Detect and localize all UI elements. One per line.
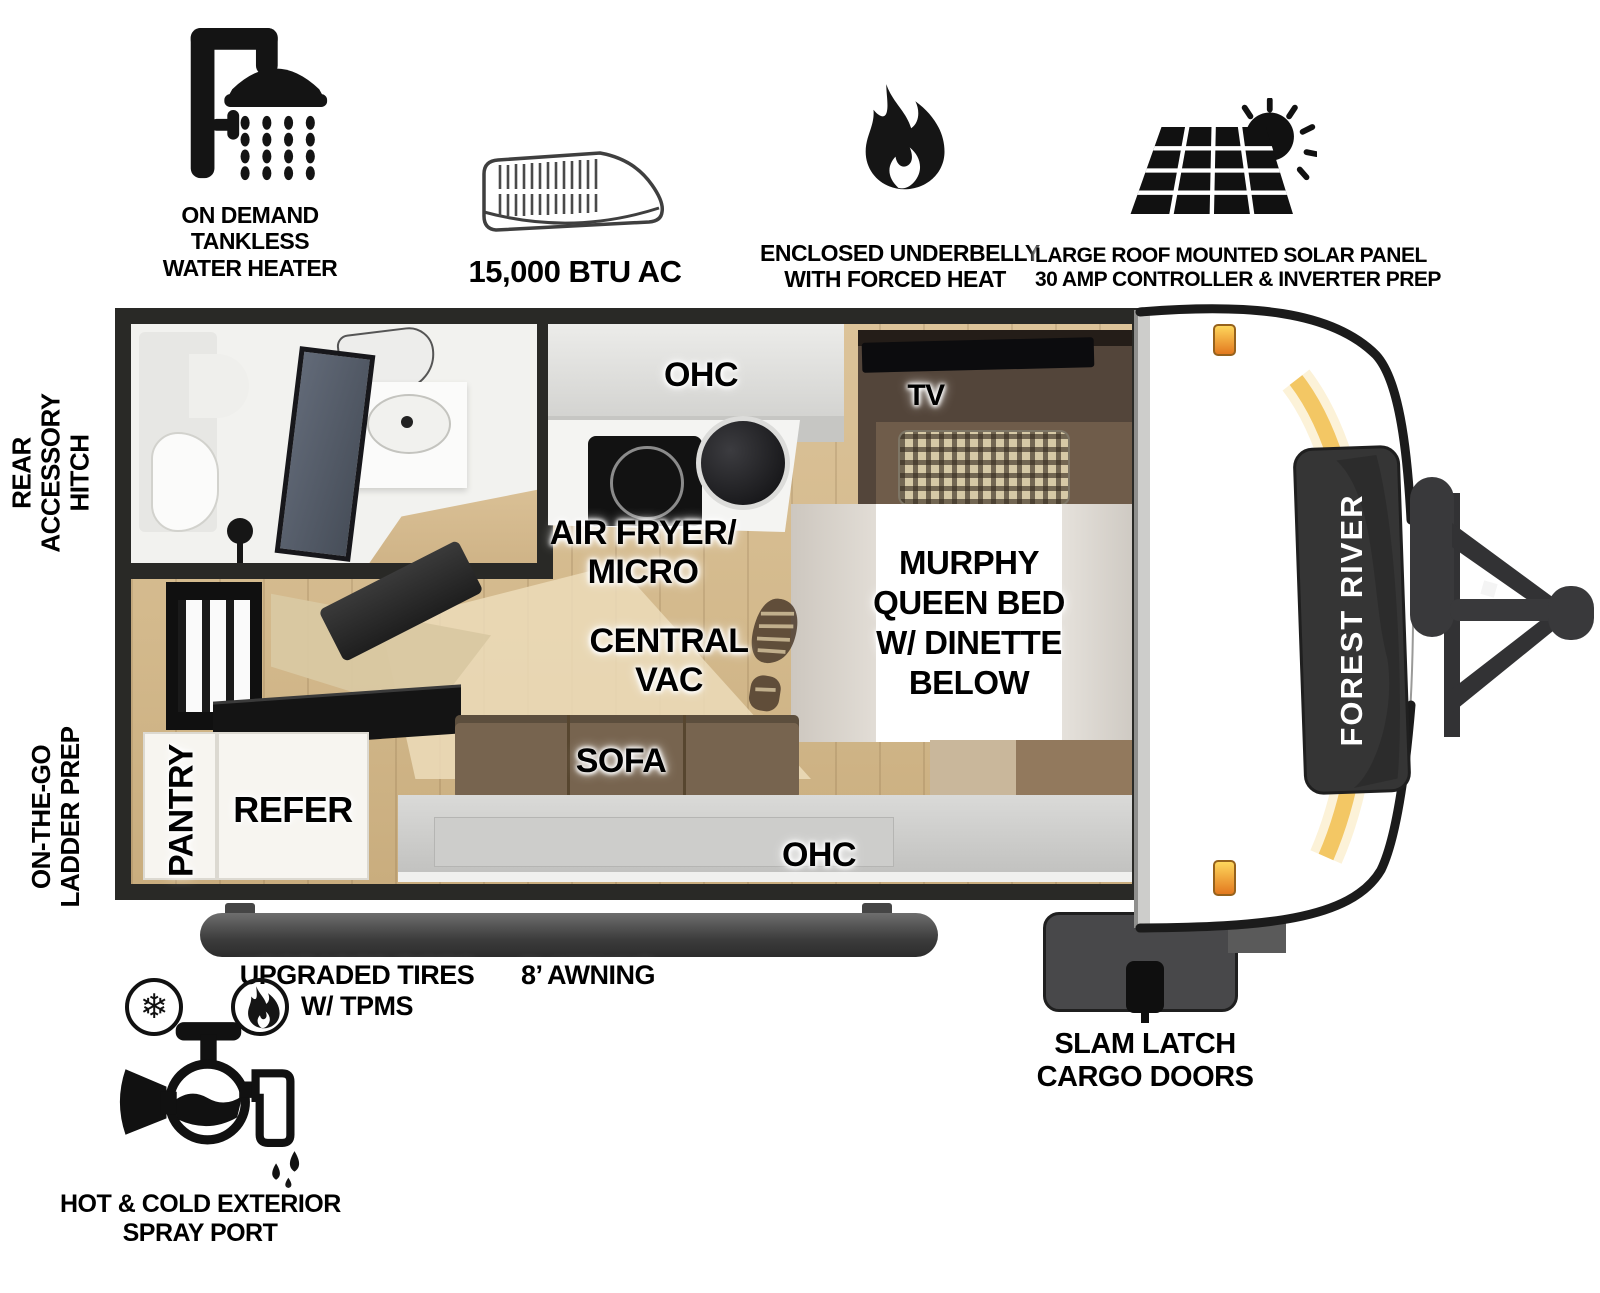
cooktop (588, 436, 702, 526)
pantry-box: PANTRY (143, 732, 217, 880)
kitchen-ohc (548, 324, 844, 422)
hot-flame-icon (248, 986, 280, 1029)
shower-head (227, 518, 253, 544)
bed-platform-left (791, 504, 877, 742)
sofa-label: SOFA (575, 742, 667, 780)
bed-base-cabinet-dark (1016, 740, 1132, 802)
flame-icon (865, 84, 945, 190)
ladder-prep-label: ON-THE-GO LADDER PREP (26, 726, 86, 908)
bottom-ohc-panel (434, 817, 894, 867)
ac-label: 15,000 BTU AC (468, 254, 682, 289)
spray-port-label: HOT & COLD EXTERIOR SPRAY PORT (60, 1190, 341, 1247)
awning-tube (200, 913, 938, 957)
front-cap (1134, 304, 1594, 953)
bathroom-room (131, 324, 553, 579)
cargo-label: SLAM LATCH CARGO DOORS (1036, 1028, 1254, 1094)
tv-label: TV (907, 379, 945, 412)
bootprint-icon (748, 598, 798, 712)
murphy-label: MURPHY QUEEN BED W/ DINETTE BELOW (873, 543, 1065, 702)
spray-port-icon (119, 1022, 300, 1188)
kitchen-sink (696, 416, 790, 510)
snowflake-icon: ❄ (139, 987, 169, 1027)
murphy-label-box: MURPHY QUEEN BED W/ DINETTE BELOW (873, 504, 1065, 742)
sink-oval (367, 394, 451, 454)
solar-label: LARGE ROOF MOUNTED SOLAR PANEL 30 AMP CO… (1035, 244, 1441, 292)
bed-base-cabinet (930, 740, 1132, 802)
shower-icon (190, 27, 328, 181)
floorplan-frame: PANTRY REFER OHC TV MURPHY QUEEN BED W/ … (115, 308, 1148, 900)
bed-platform-right (1060, 504, 1132, 742)
sofa-seam-2 (683, 715, 686, 799)
air-fryer-label: AIR FRYER/ MICRO (549, 514, 737, 592)
cargo-latch-stem (1141, 1011, 1149, 1023)
toilet (151, 432, 219, 532)
bottom-ohc-band (398, 795, 1132, 882)
sofa-seam-1 (567, 715, 570, 799)
tv-strip (861, 337, 1095, 373)
refer-label: REFER (233, 789, 353, 830)
shower-door (274, 346, 376, 562)
refer-box: REFER (217, 732, 369, 880)
hot-badge (231, 978, 289, 1036)
awning-label: 8’ AWNING (520, 960, 656, 990)
shower-stem (237, 542, 243, 572)
furnace-label: ENCLOSED UNDERBELLY WITH FORCED HEAT (760, 240, 1040, 293)
cold-badge: ❄ (125, 978, 183, 1036)
water-heater-label: ON DEMAND TANKLESS WATER HEATER (162, 202, 338, 281)
rooftop-ac-icon (482, 151, 665, 232)
rear-accessory-hitch-label: REAR ACCESSORY HITCH (6, 393, 95, 553)
ohc-bottom-label: OHC (781, 836, 857, 874)
central-vac-label: CENTRAL VAC (589, 622, 749, 700)
pantry-label: PANTRY (162, 744, 201, 878)
bath-shelf (189, 354, 249, 418)
sink-drain (401, 416, 413, 428)
ohc-top-label: OHC (663, 356, 739, 394)
bed-pillow (898, 430, 1070, 506)
forest-river-wordmark: FOREST RIVER (1334, 493, 1369, 747)
bottom-ohc-sliver (398, 872, 1132, 882)
bath-wall-bottom (131, 563, 553, 579)
sofa (455, 715, 799, 799)
cargo-latch (1126, 961, 1164, 1013)
cooktop-burner (610, 446, 684, 520)
window-blinds (178, 600, 250, 712)
solar-panel-icon (1130, 98, 1317, 214)
